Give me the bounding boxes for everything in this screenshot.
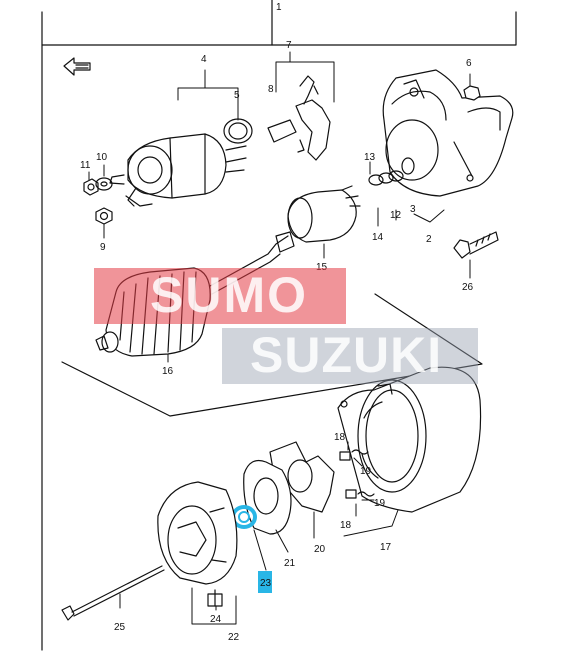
part-labels: 4 5 7 8 6 10 11 9 13 12 3 14 2 15 26 16 …	[80, 40, 474, 643]
through-bolt	[453, 231, 499, 259]
part-label-19b: 19	[374, 498, 386, 509]
overrunning-clutch	[275, 185, 361, 253]
part-label-18a: 18	[334, 432, 346, 443]
part-label-26: 26	[462, 282, 474, 293]
seal-ring	[223, 118, 253, 144]
part-label-14: 14	[372, 232, 384, 243]
brushes-and-springs	[339, 449, 375, 499]
commutator-end-housing	[157, 481, 238, 585]
part-label-20: 20	[314, 544, 326, 555]
watermark-band-red	[94, 268, 346, 324]
part-label-19a: 19	[360, 466, 372, 477]
part-label-23-highlight: 23	[258, 571, 272, 593]
part-label-22: 22	[228, 632, 240, 643]
watermark-text-suzuki: SUZUKI	[250, 327, 443, 383]
part-label-15: 15	[316, 262, 328, 273]
part-label-8: 8	[268, 84, 274, 95]
front-arrow-icon	[63, 57, 91, 76]
watermark-text-sumo: SUMO	[150, 267, 308, 323]
watermark-band-gray	[222, 328, 478, 384]
part-label-18b: 18	[340, 520, 352, 531]
part-label-9: 9	[100, 242, 106, 253]
part-label-1: 1	[276, 2, 282, 13]
part-label-3: 3	[410, 204, 416, 215]
part-label-13: 13	[364, 152, 376, 163]
washers	[368, 157, 415, 186]
part-label-12: 12	[390, 210, 402, 221]
part-label-6: 6	[466, 58, 472, 69]
part-label-11: 11	[80, 160, 91, 171]
drive-end-housing	[382, 69, 514, 197]
part-label-21: 21	[284, 558, 296, 569]
part-label-25: 25	[114, 622, 126, 633]
armature-bracket-lines	[61, 293, 483, 417]
solenoid-switch	[109, 133, 247, 207]
part-label-5: 5	[234, 90, 240, 101]
housing-nut	[463, 85, 481, 101]
screw	[207, 589, 223, 607]
long-through-bolt	[61, 565, 165, 621]
frame-lines	[41, 0, 517, 651]
part-label-23: 23	[260, 578, 272, 589]
part-label-10: 10	[96, 152, 108, 163]
drive-lever-set	[267, 75, 331, 161]
part-label-4: 4	[201, 54, 207, 65]
terminal-nuts	[83, 177, 113, 225]
part-label-2: 2	[426, 234, 432, 245]
yoke-field-frame	[337, 366, 482, 513]
part-label-16: 16	[162, 366, 174, 377]
part-label-17: 17	[380, 542, 392, 553]
leader-lines	[88, 51, 471, 625]
part-label-24: 24	[210, 614, 222, 625]
part-label-7: 7	[286, 40, 292, 51]
